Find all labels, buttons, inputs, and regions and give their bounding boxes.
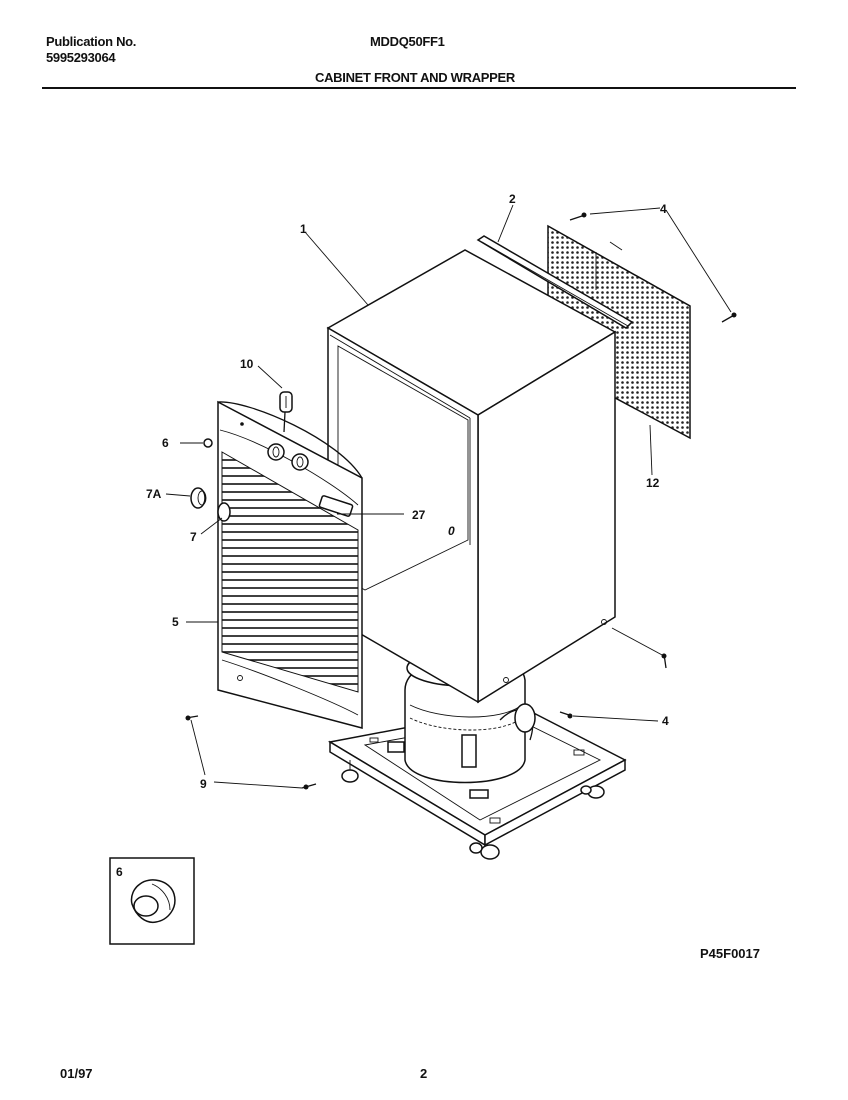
plug-6 bbox=[203, 438, 213, 448]
switch-10 bbox=[279, 391, 293, 433]
screw-top bbox=[569, 212, 587, 221]
caster-front-left bbox=[341, 760, 359, 783]
page-number: 2 bbox=[420, 1066, 428, 1081]
callout-1: 1 bbox=[300, 222, 307, 236]
screw-base bbox=[559, 711, 573, 719]
top-rail-2 bbox=[476, 235, 634, 329]
callout-27: 27 bbox=[412, 508, 426, 522]
callout-9: 9 bbox=[200, 777, 207, 791]
screw-9-right bbox=[301, 783, 317, 790]
screw-9-left bbox=[185, 715, 199, 721]
inset-detail-box bbox=[109, 857, 195, 945]
footer-date: 01/97 bbox=[60, 1066, 93, 1081]
drawing-code: P45F0017 bbox=[700, 946, 760, 961]
knob-lower bbox=[291, 453, 309, 471]
knob-7 bbox=[217, 502, 231, 522]
cabinet-wrapper-1: 0 bbox=[326, 249, 617, 704]
callout-6: 6 bbox=[162, 436, 169, 450]
caster-front-right bbox=[469, 842, 500, 860]
callout-12: 12 bbox=[646, 476, 660, 490]
svg-text:0: 0 bbox=[448, 524, 455, 538]
section-title: CABINET FRONT AND WRAPPER bbox=[315, 70, 516, 85]
header-rule bbox=[42, 87, 796, 89]
callout-10: 10 bbox=[240, 357, 254, 371]
model-number: MDDQ50FF1 bbox=[370, 34, 445, 49]
leader-lines bbox=[165, 204, 732, 789]
callout-6-inset: 6 bbox=[116, 865, 123, 879]
callout-7a: 7A bbox=[146, 487, 162, 501]
screw-right bbox=[721, 312, 737, 323]
callout-2: 2 bbox=[509, 192, 516, 206]
callout-7: 7 bbox=[190, 530, 197, 544]
knob-upper bbox=[267, 443, 285, 461]
callout-5: 5 bbox=[172, 615, 179, 629]
knob-7a bbox=[190, 487, 207, 509]
publication-label: Publication No. bbox=[46, 34, 137, 49]
caster-rear-right bbox=[580, 785, 605, 799]
publication-number: 5995293064 bbox=[46, 50, 116, 65]
callout-4-bottom: 4 bbox=[662, 714, 669, 728]
front-panel-5 bbox=[217, 400, 363, 729]
callout-4-top: 4 bbox=[660, 202, 667, 216]
